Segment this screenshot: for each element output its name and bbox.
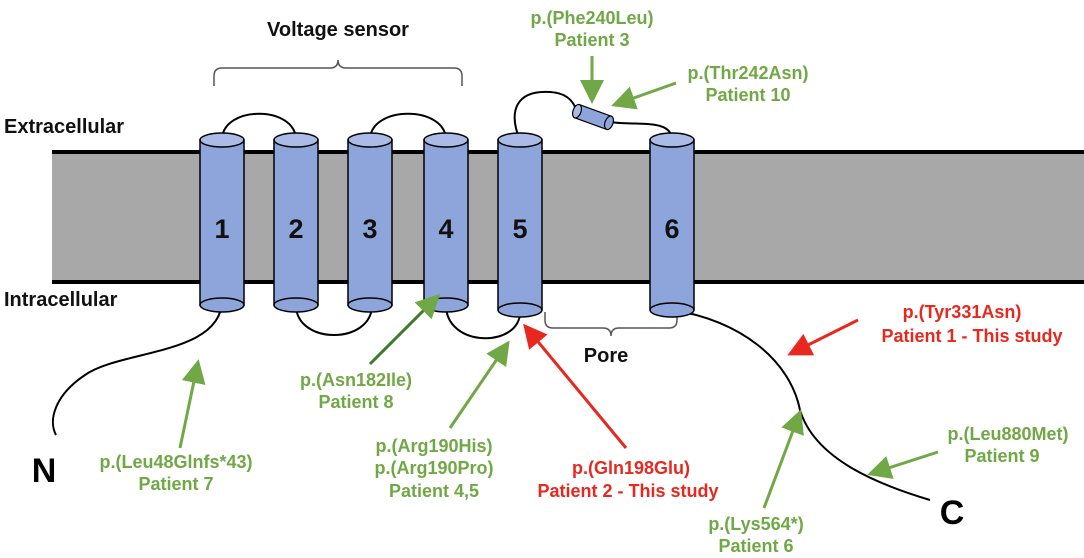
voltage-sensor-bracket <box>213 59 463 86</box>
mutation-variant: p.(Phe240Leu) <box>530 8 653 28</box>
mutation-variant: p.(Leu880Met) <box>947 424 1068 444</box>
mutation-patient: Patient 4,5 <box>389 481 479 501</box>
pore-bracket <box>544 312 678 337</box>
mutation-gln198glu: p.(Gln198Glu) Patient 2 - This study <box>537 458 718 501</box>
loop-s2-s3 <box>295 304 373 336</box>
segment-number-3: 3 <box>362 214 377 244</box>
helix-s2 <box>273 132 319 313</box>
mutation-variant: p.(Asn182Ile) <box>300 370 412 390</box>
mutation-patient: Patient 9 <box>964 446 1039 466</box>
loop-s3-s4 <box>369 112 447 141</box>
segment-number-6: 6 <box>664 214 679 244</box>
arrow-arg190 <box>448 340 510 429</box>
mutation-leu880met: p.(Leu880Met) Patient 9 <box>947 424 1068 466</box>
arrow-thr242asn <box>611 81 677 110</box>
helix-s5 <box>497 132 543 318</box>
segment-number-4: 4 <box>438 214 453 244</box>
intracellular-label: Intracellular <box>4 289 118 311</box>
helix-s3 <box>347 132 393 313</box>
mutation-tyr331asn: p.(Tyr331Asn) Patient 1 - This study <box>881 302 1062 346</box>
mutation-patient: Patient 8 <box>318 392 393 412</box>
arrow-leu48glnfs <box>178 359 206 449</box>
extracellular-label: Extracellular <box>4 116 124 138</box>
mutation-thr242asn: p.(Thr242Asn) Patient 10 <box>687 63 808 105</box>
n-terminus-tail <box>51 299 223 436</box>
mutation-lys564: p.(Lys564*) Patient 6 <box>708 514 803 556</box>
arrow-asn182ile <box>368 293 441 366</box>
mutation-patient: Patient 3 <box>554 30 629 50</box>
loop-s5-pore <box>513 90 578 136</box>
helix-s1 <box>199 132 245 313</box>
mutation-variant: p.(Gln198Glu) <box>572 458 690 478</box>
mutation-variant: p.(Thr242Asn) <box>687 63 808 83</box>
mutation-patient: Patient 10 <box>705 85 790 105</box>
mutation-arg190: p.(Arg190His) p.(Arg190Pro) Patient 4,5 <box>374 436 493 501</box>
mutation-variant: p.(Leu48Glnfs*43) <box>99 452 252 472</box>
loop-s1-s2 <box>221 112 297 141</box>
voltage-sensor-label: Voltage sensor <box>267 19 409 41</box>
mutation-asn182ile: p.(Asn182Ile) Patient 8 <box>300 370 412 412</box>
arrow-tyr331asn <box>787 318 859 356</box>
mutation-variant-2: p.(Arg190Pro) <box>374 458 493 478</box>
arrow-lys564 <box>762 409 804 509</box>
segment-number-1: 1 <box>214 214 229 244</box>
mutation-phe240leu: p.(Phe240Leu) Patient 3 <box>530 8 653 50</box>
n-terminus-label: N <box>32 452 57 490</box>
mutation-leu48glnfs: p.(Leu48Glnfs*43) Patient 7 <box>99 452 252 494</box>
pore-helix <box>571 103 615 131</box>
mutation-patient: Patient 2 - This study <box>537 481 718 501</box>
loop-s4-s5 <box>445 304 521 340</box>
helix-s6 <box>649 132 695 318</box>
c-terminus-label: C <box>940 494 965 532</box>
mutation-patient: Patient 7 <box>138 474 213 494</box>
mutation-variant: p.(Tyr331Asn) <box>903 302 1022 322</box>
arrow-leu880met <box>867 450 939 479</box>
mutation-patient: Patient 1 - This study <box>881 326 1062 346</box>
pore-label: Pore <box>584 345 628 367</box>
segment-number-5: 5 <box>512 214 527 244</box>
mutation-variant: p.(Lys564*) <box>708 514 803 534</box>
segment-number-2: 2 <box>288 214 303 244</box>
arrow-gln198glu <box>523 323 628 449</box>
mutation-patient: Patient 6 <box>718 536 793 556</box>
mutation-variant: p.(Arg190His) <box>375 436 492 456</box>
